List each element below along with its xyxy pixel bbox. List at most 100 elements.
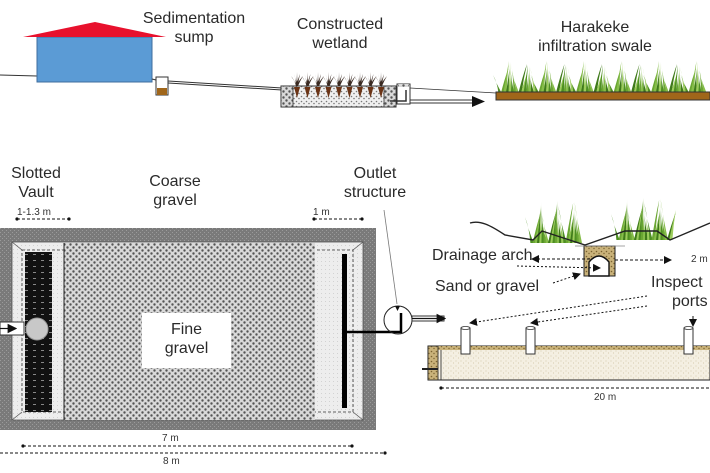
grass-blade (613, 68, 621, 93)
grass-blade (530, 75, 540, 93)
grass-blade (525, 217, 534, 243)
grass-blade (586, 63, 592, 93)
grass-blade (348, 76, 356, 86)
grass-blade (523, 65, 528, 93)
grass-blade (670, 72, 678, 93)
grass-blade (660, 205, 664, 240)
label-line: gravel (164, 340, 209, 357)
grass-blade (574, 208, 578, 243)
ground-line-left (0, 74, 38, 77)
label-coarse-gravel: Coarse gravel (130, 172, 220, 210)
grass-blade (348, 74, 353, 86)
grass-blade (643, 75, 652, 93)
grass-blade (554, 201, 558, 243)
grass-blade (695, 62, 700, 93)
grass-blade (555, 64, 565, 93)
grass-blade (640, 66, 645, 93)
grass-blade (699, 71, 707, 93)
dim-section-length: 20 m (594, 392, 617, 403)
grass-blade (296, 74, 300, 86)
label-outlet-structure: Outlet structure (330, 164, 420, 202)
grass-blade (638, 201, 643, 240)
grass-blade (357, 74, 361, 86)
grass-blade (660, 202, 666, 240)
grass-blade (598, 65, 603, 93)
dim-section-half-width: 2 m (691, 254, 708, 265)
grass-blade (525, 73, 530, 93)
grass-blade (643, 206, 651, 240)
grass-blade (538, 68, 546, 93)
label-infiltration-swale: Harakeke infiltration swale (520, 18, 670, 56)
grass-blade (570, 214, 574, 243)
grass-blade (558, 206, 567, 243)
vault-inlet-pipe (25, 317, 49, 341)
grass-blade (565, 203, 574, 243)
grass-blade (651, 200, 660, 240)
grass-blade (660, 199, 668, 240)
plant-root (378, 87, 384, 98)
grass-blade (545, 62, 550, 93)
grass-blade (604, 74, 610, 93)
label-line: Vault (18, 184, 54, 201)
label-line: wetland (312, 35, 368, 52)
grass-blade (611, 214, 620, 240)
grass-blade (541, 216, 547, 243)
plant-root (346, 87, 353, 98)
label-line: Constructed (296, 16, 384, 33)
inspection-port (525, 326, 536, 355)
label-line: structure (343, 184, 407, 201)
constructed-wetland (280, 72, 397, 108)
grass-blade (558, 72, 565, 93)
inspection-port (683, 326, 694, 355)
grass-blade (541, 202, 545, 243)
house-body (36, 36, 153, 83)
dimension-vault-width (15, 217, 71, 221)
grass-blade (304, 74, 309, 86)
plant-root (294, 87, 300, 98)
grass-blade (642, 212, 646, 240)
grass-blade (520, 72, 528, 93)
infiltration-swale (493, 61, 710, 101)
grass-blade (327, 74, 332, 86)
swale-soil (495, 91, 710, 101)
dim-outer-length: 8 m (163, 456, 180, 467)
grass-blade (354, 76, 361, 86)
grass-blade (640, 198, 644, 240)
grass-blade (346, 74, 351, 86)
pipe-sump-to-wetland (167, 80, 283, 91)
grass-blade (369, 76, 377, 86)
grass-blade (510, 70, 515, 93)
plant-root (336, 87, 342, 98)
grass-blade (518, 64, 527, 93)
grass-blade (529, 74, 535, 93)
grass-blade (557, 209, 565, 243)
longitudinal-section (422, 326, 710, 381)
dimension-outlet-width (312, 217, 364, 221)
grass-blade (575, 68, 584, 93)
plant-root (325, 87, 332, 98)
section-grass (525, 198, 676, 243)
outlet-structure-callout (383, 305, 413, 335)
grass-blade (532, 214, 541, 243)
plant-root (304, 87, 311, 98)
grass-blade (567, 67, 575, 93)
label-line: Coarse (149, 173, 201, 190)
grass-blade (505, 69, 510, 93)
house (23, 22, 166, 83)
grass-blade (600, 73, 605, 93)
inspection-port (460, 326, 471, 355)
grass-blade (653, 214, 660, 240)
grass-blade (583, 62, 587, 93)
grass-blade (375, 76, 382, 86)
grass-blade (508, 62, 512, 93)
grass-blade (549, 71, 557, 93)
grass-blade (680, 67, 687, 93)
outlet-leader-line (383, 209, 398, 305)
dimension-section-length (439, 386, 710, 390)
grass-blade (296, 76, 303, 86)
grass-blade (668, 64, 677, 93)
label-constructed-wetland: Constructed wetland (285, 15, 395, 53)
dimension-inner-length (21, 444, 354, 448)
plant-root (357, 87, 363, 98)
grass-blade (661, 71, 670, 93)
